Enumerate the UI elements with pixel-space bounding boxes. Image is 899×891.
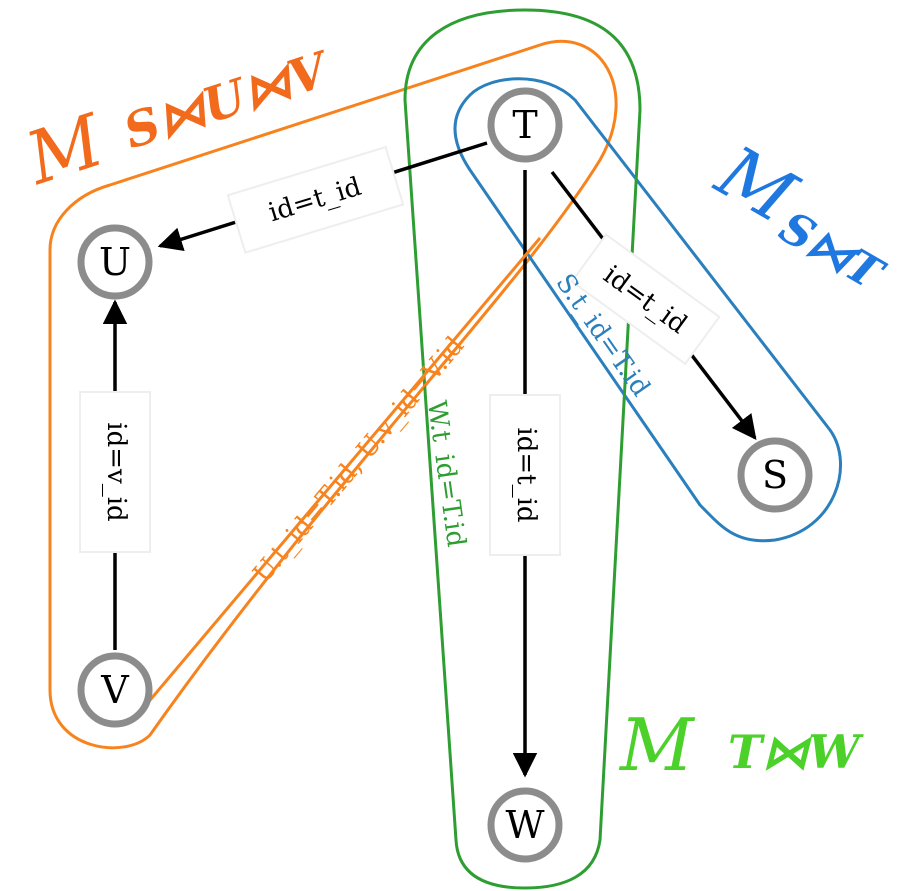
region-st-outline (453, 77, 843, 543)
svg-text:S⋈T: S⋈T (771, 202, 893, 302)
svg-text:id=v_id: id=v_id (101, 422, 131, 521)
node-V[interactable]: V (77, 652, 153, 728)
svg-text:T⋈W: T⋈W (728, 725, 864, 779)
svg-text:W: W (505, 803, 544, 847)
node-W[interactable]: W (487, 787, 563, 863)
svg-text:M: M (15, 97, 115, 201)
crosslink-u-v-t-line (138, 237, 542, 713)
svg-text:M: M (618, 703, 696, 787)
svg-text:U: U (99, 240, 131, 284)
crosslink-w-t-label: W.t_id=T.id (421, 399, 471, 549)
edge-label-v-u: id=v_id (79, 391, 151, 553)
region-tw-outline (403, 8, 642, 890)
edge-label-t-w: id=t_id (489, 394, 561, 556)
svg-text:id=t_id: id=t_id (511, 427, 541, 522)
edge-label-t-u: id=t_id (226, 145, 405, 254)
node-S[interactable]: S (737, 437, 813, 513)
region-label-st: M S⋈T (702, 129, 893, 302)
svg-text:V: V (100, 668, 129, 712)
region-label-tw: M T⋈W (618, 703, 864, 787)
node-U[interactable]: U (77, 224, 153, 300)
region-suv-outline (48, 39, 618, 750)
svg-text:S⋈U⋈V: S⋈U⋈V (117, 41, 338, 161)
node-T[interactable]: T (487, 87, 563, 163)
svg-text:T: T (512, 103, 537, 147)
svg-text:S: S (762, 453, 788, 497)
